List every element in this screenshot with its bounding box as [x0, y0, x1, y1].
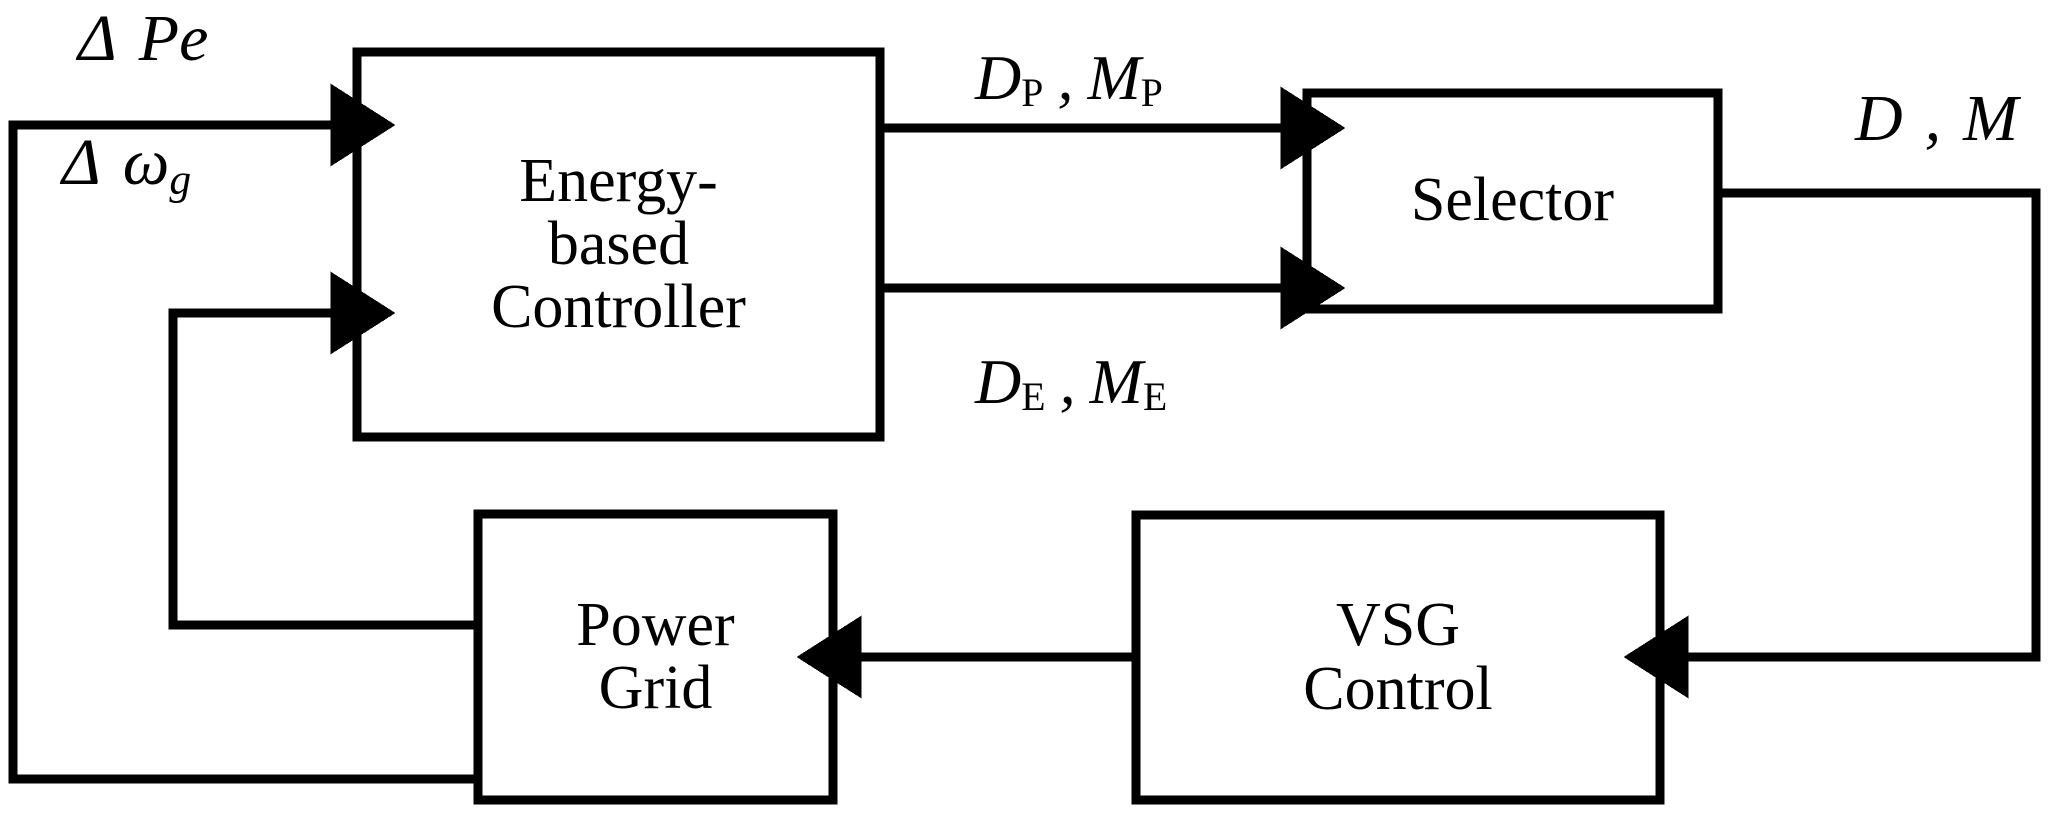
me-subscript: E: [1142, 375, 1168, 420]
de-variable: D: [975, 346, 1022, 417]
mp-variable: M: [1087, 42, 1141, 113]
me-variable: M: [1089, 346, 1143, 417]
dp-subscript: P: [1021, 71, 1044, 116]
signal-label-dp-mp: DP,MP: [975, 42, 1164, 116]
signal-label-de-me: DE,ME: [975, 346, 1168, 420]
omega-subscript: g: [169, 155, 192, 204]
block-energy-based-controller[interactable]: [352, 47, 885, 442]
signal-label-d-m: D,M: [1855, 82, 2019, 155]
mp-subscript: P: [1140, 71, 1164, 116]
d-variable: D: [1855, 82, 1903, 155]
delta-glyph: Δ: [78, 2, 117, 75]
m-variable: M: [1963, 82, 2019, 155]
block-selector[interactable]: [1302, 88, 1723, 314]
connector-delta-pe: [8, 83, 478, 784]
delta-pe-variable: Pe: [138, 2, 209, 75]
block-power-grid[interactable]: [473, 509, 838, 805]
dp-variable: D: [975, 42, 1022, 113]
connector-d-m-to-vsg: [1623, 188, 2041, 699]
delta-glyph-2: Δ: [62, 126, 101, 199]
connector-delta-omega-g: [168, 271, 478, 630]
omega-glyph: ω: [122, 126, 170, 199]
de-subscript: E: [1021, 375, 1046, 420]
block-vsg-control[interactable]: [1131, 510, 1665, 805]
